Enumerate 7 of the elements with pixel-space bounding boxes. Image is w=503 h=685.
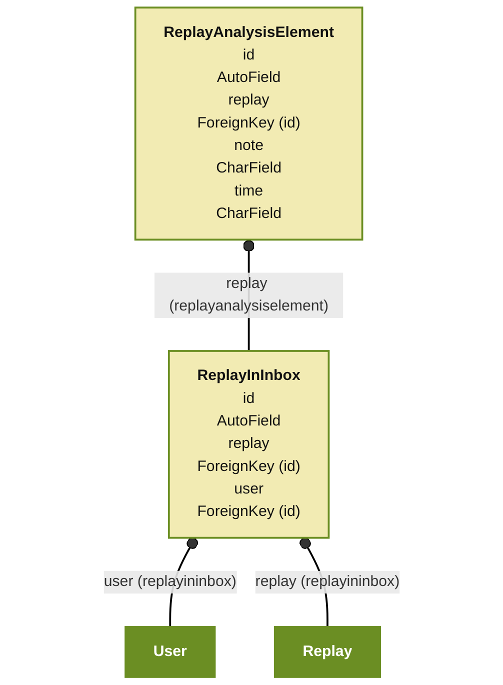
node-box: Replay (274, 626, 381, 678)
node-box: User (124, 626, 216, 678)
edge-label: replay (replayanalysiselement) (168, 276, 328, 314)
edge-label: user (replayininbox) (104, 574, 236, 590)
node-box: ReplayInInbox id AutoField replay ForeignKey (id) user ForeignKey (id) (168, 350, 330, 539)
node-box: ReplayAnalysisElement id AutoField replay ForeignKey (id) note CharField time CharField (134, 6, 363, 241)
edge-label: replay (replayininbox) (255, 574, 400, 590)
